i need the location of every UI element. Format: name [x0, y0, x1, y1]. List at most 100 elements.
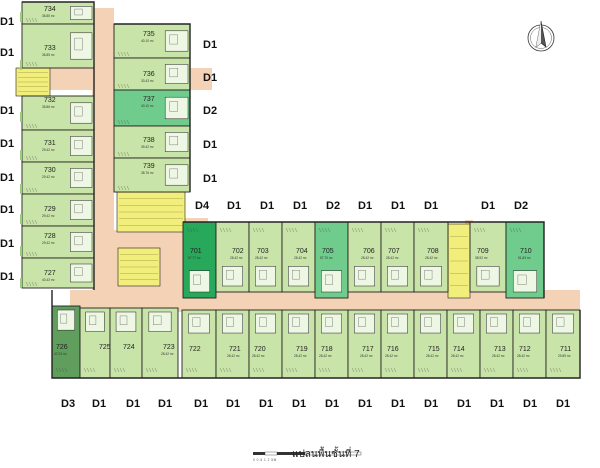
unit-area: 28.42 m²: [319, 354, 332, 358]
unit-type-label-top: D1: [424, 200, 439, 212]
fixture: [60, 313, 68, 324]
unit-area: 57.77 m²: [188, 256, 201, 260]
bathroom: [453, 313, 474, 334]
unit-type-label-bottom: D1: [457, 398, 472, 410]
bathroom: [164, 30, 189, 52]
bathroom: [476, 266, 500, 287]
unit-area: 57.70 m²: [320, 256, 333, 260]
unit-area: 40.43 m²: [42, 278, 55, 282]
bathroom: [387, 313, 408, 334]
unit-number: 739: [143, 163, 155, 170]
bathroom: [164, 96, 189, 120]
unit-number: 735: [143, 31, 155, 38]
unit-area: 28.42 m²: [492, 354, 505, 358]
fixture: [424, 270, 433, 280]
fixture: [325, 317, 333, 327]
unit-area: 28.42 m²: [252, 354, 265, 358]
unit-area: 33.43 m²: [141, 79, 154, 83]
unit-number: 707: [388, 248, 400, 255]
fixture: [391, 317, 399, 327]
unit-number: 716: [387, 346, 399, 353]
unit-number: 704: [296, 248, 308, 255]
fixture: [169, 68, 178, 78]
unit-number: 701: [190, 248, 202, 255]
unit-type-label-top: D1: [391, 200, 406, 212]
unit-area: 29.42 m²: [42, 175, 55, 179]
fixture: [169, 101, 178, 112]
unit-area: 28.42 m²: [361, 256, 374, 260]
bathroom: [70, 102, 93, 124]
fixture: [490, 317, 498, 327]
unit-type-label-left: D1: [0, 138, 15, 150]
unit-area: 35.86 m²: [42, 105, 55, 109]
unit-area: 29.42 m²: [42, 148, 55, 152]
unit-type-label-bottom: D1: [424, 398, 439, 410]
unit-area: 28.42 m²: [255, 256, 268, 260]
fixture: [74, 37, 83, 51]
fixture: [325, 274, 333, 285]
unit-type-label-top: D1: [260, 200, 275, 212]
unit-number: 729: [44, 206, 56, 213]
unit-type-label-top: D1: [293, 200, 308, 212]
unit-area: 29.89 m²: [558, 354, 571, 358]
fixture: [226, 270, 234, 280]
unit-type-label-left: D1: [0, 47, 15, 59]
fixture: [192, 317, 201, 327]
unit-area: 36.85 m²: [42, 14, 55, 18]
unit-number: 731: [44, 140, 56, 147]
bathroom: [255, 313, 276, 334]
unit-number: 708: [427, 248, 439, 255]
bathroom: [255, 266, 276, 287]
unit-type-label-mid: D1: [203, 72, 218, 84]
unit-type-label-bottom: D1: [358, 398, 373, 410]
unit-area: 28.42 m²: [161, 352, 174, 356]
unit-type-label-top: D2: [326, 200, 341, 212]
unit-number: 719: [296, 346, 308, 353]
fixture: [74, 106, 83, 117]
unit-725: 725: [79, 307, 111, 379]
bathroom: [164, 132, 189, 152]
bathroom: [519, 313, 540, 334]
unit-type-label-bottom: D1: [292, 398, 307, 410]
bathroom: [552, 313, 574, 334]
unit-number: 724: [123, 344, 135, 351]
bathroom: [420, 313, 441, 334]
bathroom: [70, 200, 93, 220]
unit-number: 725: [99, 344, 111, 351]
fixture: [226, 317, 234, 327]
unit-number: 738: [143, 137, 155, 144]
unit-number: 711: [560, 346, 571, 353]
unit-type-label-bottom: D3: [61, 398, 76, 410]
unit-number: 720: [254, 346, 266, 353]
unit-area: 28.42 m²: [425, 256, 438, 260]
fixture: [424, 317, 432, 327]
unit-type-label-top: D2: [514, 200, 529, 212]
unit-number: 712: [519, 346, 531, 353]
fixture: [517, 274, 527, 285]
unit-type-label-bottom: D1: [158, 398, 173, 410]
north-arrow-icon: [527, 20, 555, 52]
unit-number: 722: [189, 346, 201, 353]
unit-type-label-left: D1: [0, 271, 15, 283]
balcony-edge: [20, 150, 22, 160]
unit-type-label-mid: D1: [203, 139, 218, 151]
bathroom: [321, 270, 342, 293]
fixture: [292, 317, 300, 327]
